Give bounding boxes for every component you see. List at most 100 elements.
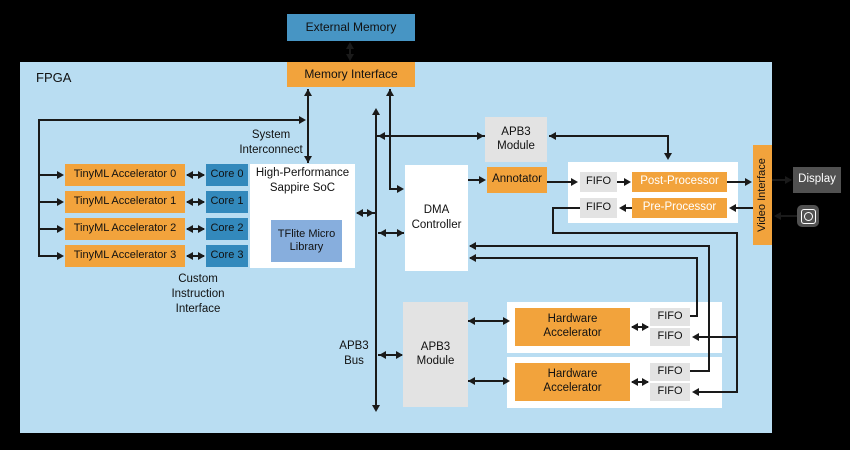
arrowhead	[198, 225, 205, 233]
connector	[708, 245, 710, 372]
fifo-hw1-in: FIFO	[650, 328, 690, 346]
arrowhead	[631, 378, 638, 386]
arrowhead	[774, 212, 781, 220]
arrowhead	[479, 176, 486, 184]
connector	[39, 201, 59, 203]
arrowhead	[346, 54, 354, 61]
arrowhead	[692, 333, 699, 341]
arrowhead	[372, 108, 380, 115]
arrowhead	[57, 252, 64, 260]
connector	[39, 119, 300, 121]
arrowhead	[631, 323, 638, 331]
connector	[38, 119, 40, 257]
arrowhead	[186, 198, 193, 206]
arrowhead	[304, 156, 312, 163]
display-box: Display	[793, 167, 841, 193]
arrowhead	[745, 178, 752, 186]
apb3-bus-line	[375, 110, 377, 410]
core-0: Core 0	[206, 164, 248, 186]
fifo-hw2-out: FIFO	[650, 363, 690, 381]
arrowhead	[397, 185, 404, 193]
connector	[468, 179, 481, 181]
connector	[389, 89, 391, 189]
connector	[468, 380, 508, 382]
arrowhead	[57, 225, 64, 233]
arrowhead	[57, 198, 64, 206]
arrowhead	[469, 254, 476, 262]
connector	[39, 255, 59, 257]
arrowhead	[397, 229, 404, 237]
tinyml-accelerator-3: TinyML Accelerator 3	[65, 245, 185, 267]
dma-controller-label: DMA Controller	[411, 204, 462, 231]
connector	[632, 326, 648, 328]
connector	[187, 255, 204, 257]
arrowhead	[619, 204, 626, 212]
fifo-hw2-in: FIFO	[650, 383, 690, 401]
arrowhead	[503, 377, 510, 385]
core-1: Core 1	[206, 191, 248, 213]
core-2: Core 2	[206, 218, 248, 240]
external-memory-box: External Memory	[287, 14, 415, 41]
fifo-post-processor: FIFO	[580, 172, 617, 192]
arrowhead	[372, 405, 380, 412]
connector	[187, 228, 204, 230]
connector	[39, 228, 59, 230]
arrowhead	[468, 377, 475, 385]
arrowhead	[186, 252, 193, 260]
connector	[772, 179, 788, 181]
arrowhead	[379, 351, 386, 359]
fpga-label: FPGA	[36, 70, 72, 85]
arrowhead	[477, 132, 484, 140]
connector	[667, 135, 669, 155]
connector	[697, 391, 738, 393]
arrowhead	[367, 209, 374, 217]
camera-icon	[797, 205, 819, 227]
arrowhead	[379, 229, 386, 237]
fifo-pre-processor: FIFO	[580, 198, 617, 218]
connector	[187, 201, 204, 203]
connector	[349, 44, 351, 58]
connector	[389, 188, 399, 190]
connector	[780, 215, 797, 217]
connector	[468, 320, 508, 322]
connector	[547, 181, 573, 183]
connector	[697, 336, 738, 338]
connector	[357, 212, 375, 214]
core-3: Core 3	[206, 245, 248, 267]
arrowhead	[186, 171, 193, 179]
connector	[307, 89, 309, 163]
connector	[553, 207, 580, 209]
annotator-box: Annotator	[487, 167, 547, 193]
arrowhead	[664, 153, 672, 160]
connector	[39, 174, 59, 176]
connector	[625, 207, 632, 209]
arrowhead	[299, 116, 306, 124]
arrowhead	[785, 176, 792, 184]
apb3-bus-label: APB3 Bus	[339, 340, 369, 367]
arrowhead	[386, 89, 394, 96]
arrowhead	[304, 89, 312, 96]
arrowhead	[396, 351, 403, 359]
connector	[617, 181, 626, 183]
arrowhead	[346, 42, 354, 49]
arrowhead	[692, 388, 699, 396]
post-processor-box: Post-Processor	[632, 172, 727, 192]
connector	[378, 354, 402, 356]
fifo-hw1-out: FIFO	[650, 308, 690, 326]
connector	[690, 315, 698, 317]
arrowhead	[549, 132, 556, 140]
arrowhead	[624, 178, 631, 186]
connector	[552, 232, 738, 234]
connector	[377, 135, 485, 137]
system-interconnect-label: System Interconnect	[239, 129, 303, 156]
tinyml-accelerator-0: TinyML Accelerator 0	[65, 164, 185, 186]
pre-processor-box: Pre-Processor	[632, 198, 727, 218]
tinyml-accelerator-2: TinyML Accelerator 2	[65, 218, 185, 240]
arrowhead	[198, 171, 205, 179]
